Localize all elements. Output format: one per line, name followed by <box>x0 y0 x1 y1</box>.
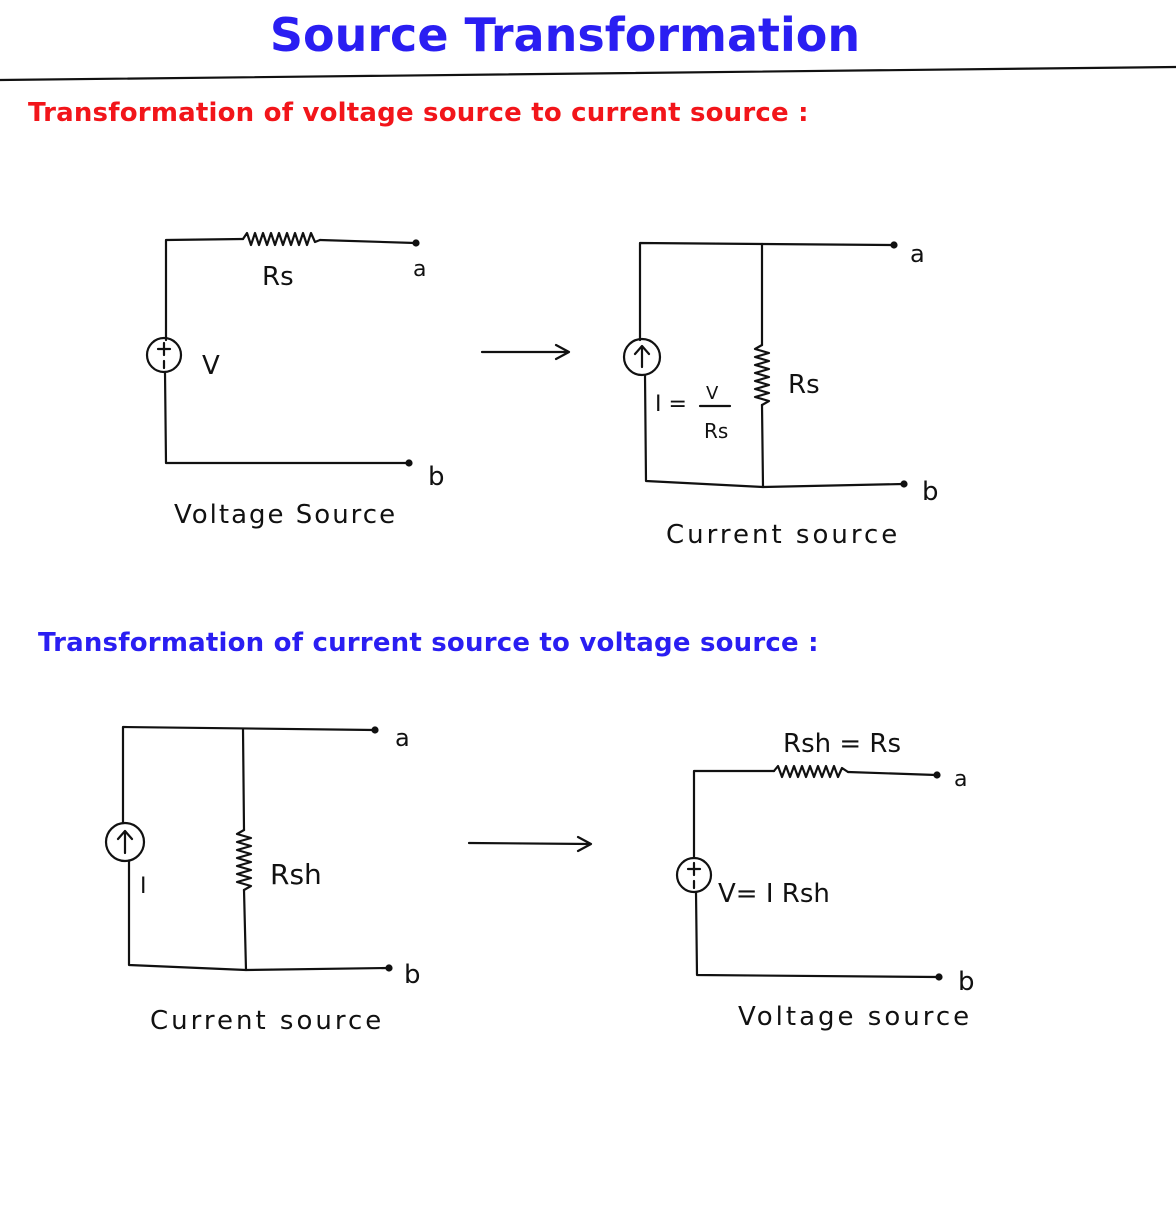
arrow-right-icon <box>480 343 571 361</box>
wire <box>638 241 895 342</box>
wire <box>241 727 246 832</box>
s1-left-resistor-label: Rs <box>262 262 294 292</box>
wire <box>318 238 417 245</box>
terminal-b-dot <box>935 973 943 981</box>
terminal-b-dot <box>405 459 413 467</box>
wire <box>692 769 776 860</box>
section2-heading: Transformation of current source to volt… <box>38 628 819 658</box>
section1-heading: Transformation of voltage source to curr… <box>28 98 809 128</box>
terminal-a-dot <box>933 771 941 779</box>
s2-left-resistor-label: Rsh <box>270 858 322 891</box>
wire <box>164 237 245 342</box>
s1-right-resistor-label: Rs <box>788 370 820 400</box>
wire <box>694 890 940 979</box>
wire <box>121 725 376 825</box>
terminal-b-dot <box>385 964 393 972</box>
s1-right-source-label: I = <box>655 392 687 417</box>
page-title: Source Transformation <box>269 8 861 62</box>
wire <box>242 888 248 972</box>
wire <box>127 859 390 972</box>
terminal-a-dot <box>371 726 379 734</box>
s2-left-terminal-b: b <box>404 960 421 990</box>
s1-left-source-label: V <box>202 351 220 381</box>
resistor-icon <box>753 343 771 407</box>
s1-left-terminal-b: b <box>428 462 445 492</box>
resistor-icon <box>241 231 322 247</box>
s2-right-caption: Voltage source <box>738 1002 972 1032</box>
current-source-icon <box>622 337 662 377</box>
s2-right-resistor-label: Rsh = Rs <box>783 729 901 759</box>
s2-left-terminal-a: a <box>395 724 410 752</box>
terminal-a-dot <box>412 239 420 247</box>
s1-current-source-circuit <box>622 241 908 489</box>
voltage-source-icon <box>675 856 713 894</box>
s1-right-terminal-b: b <box>922 477 939 507</box>
s1-right-terminal-a: a <box>910 240 925 268</box>
wire <box>163 370 410 465</box>
s1-right-fraction-den: Rs <box>704 419 728 443</box>
s2-right-terminal-b: b <box>958 967 975 997</box>
s1-voltage-source-circuit <box>145 231 420 467</box>
wire <box>846 770 938 777</box>
s1-right-caption: Current source <box>666 520 900 550</box>
title-divider <box>0 65 1176 82</box>
s2-current-source-circuit <box>104 725 393 972</box>
resistor-icon <box>235 828 253 892</box>
s1-left-terminal-a: a <box>413 257 426 282</box>
s1-left-caption: Voltage Source <box>174 500 397 530</box>
terminal-b-dot <box>900 480 908 488</box>
s2-right-source-label: V= I Rsh <box>718 879 830 909</box>
resistor-icon <box>772 764 850 779</box>
s2-voltage-source-circuit <box>675 764 943 981</box>
terminal-a-dot <box>890 241 898 249</box>
arrow-right-icon <box>467 835 593 853</box>
current-source-icon <box>104 821 146 863</box>
voltage-source-icon <box>145 336 183 374</box>
wire <box>643 373 905 489</box>
s1-right-fraction-num: V <box>706 383 719 404</box>
s2-left-caption: Current source <box>150 1006 384 1036</box>
wire <box>760 403 765 489</box>
s2-right-terminal-a: a <box>954 767 967 792</box>
s2-left-source-label: I <box>140 874 147 899</box>
